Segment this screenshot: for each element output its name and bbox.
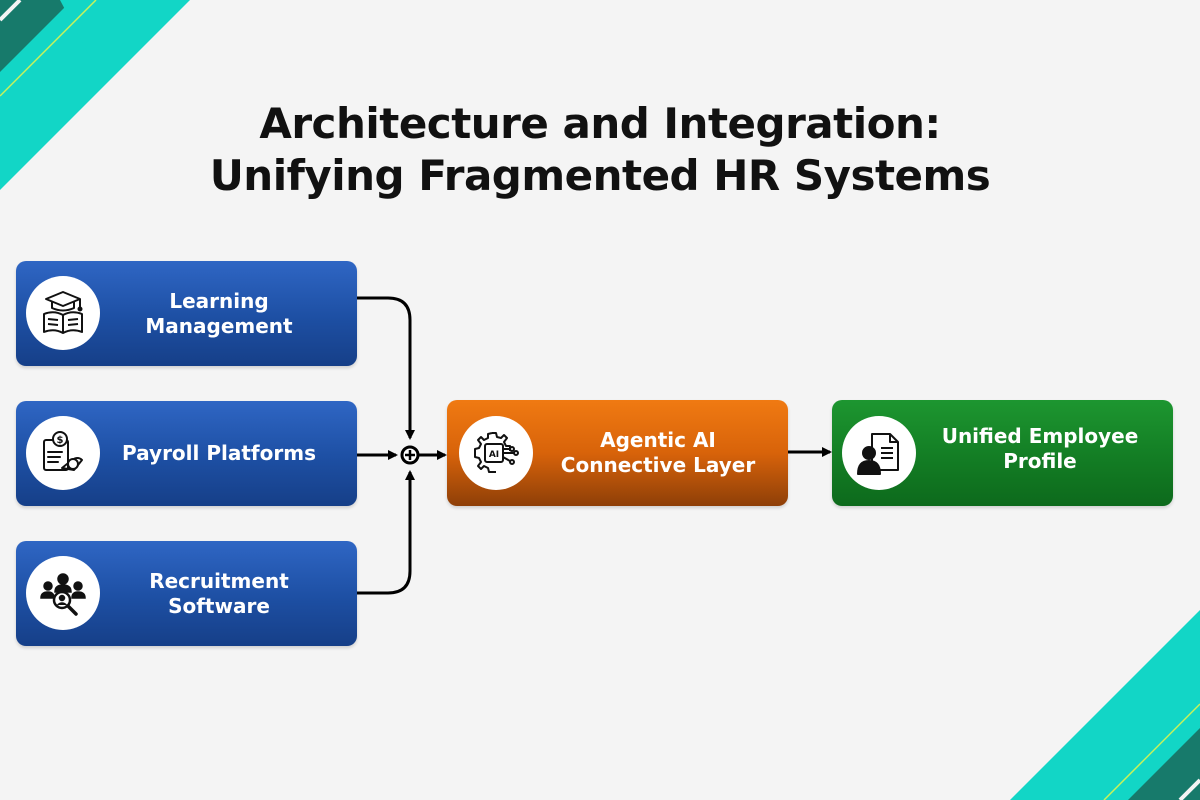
connector-recruitment [357, 470, 415, 595]
page-title: Architecture and Integration: Unifying F… [0, 98, 1200, 202]
title-line-1: Architecture and Integration: [259, 99, 941, 148]
svg-text:$: $ [57, 435, 64, 446]
payroll-platforms-label: Payroll Platforms [111, 401, 327, 506]
label-line-1: Recruitment [149, 568, 289, 593]
label-line-1: Payroll Platforms [122, 441, 316, 465]
bottom-right-decoration [1010, 610, 1200, 800]
agentic-ai-layer-label: Agentic AI Connective Layer [543, 400, 773, 506]
label-line-2: Connective Layer [560, 453, 756, 477]
ai-gear-icon: AI [459, 416, 533, 490]
label-line-2: Profile [1003, 449, 1077, 473]
recruitment-software-label: Recruitment Software [111, 541, 327, 646]
payroll-icon: $ [26, 416, 100, 490]
connector-learning [357, 296, 415, 440]
agentic-ai-layer-box: AI Agentic AI Connective Layer [447, 400, 788, 506]
employee-profile-icon [842, 416, 916, 490]
top-left-decoration [0, 0, 190, 190]
label-line-1: Agentic AI [600, 428, 716, 452]
svg-text:AI: AI [489, 450, 499, 460]
unified-employee-profile-label: Unified Employee Profile [924, 400, 1156, 506]
learning-management-label: Learning Management [111, 261, 327, 366]
label-line-1: Unified Employee [941, 424, 1139, 448]
learning-management-box: Learning Management [16, 261, 357, 366]
education-icon [26, 276, 100, 350]
label-line-2: Software [168, 593, 270, 618]
label-line-2: Management [145, 313, 293, 338]
recruitment-software-box: Recruitment Software [16, 541, 357, 646]
label-line-1: Learning [169, 288, 269, 313]
payroll-platforms-box: $ Payroll Platforms [16, 401, 357, 506]
recruitment-icon [26, 556, 100, 630]
merge-junction-icon [400, 445, 420, 465]
title-line-2: Unifying Fragmented HR Systems [209, 151, 991, 200]
unified-employee-profile-box: Unified Employee Profile [832, 400, 1173, 506]
